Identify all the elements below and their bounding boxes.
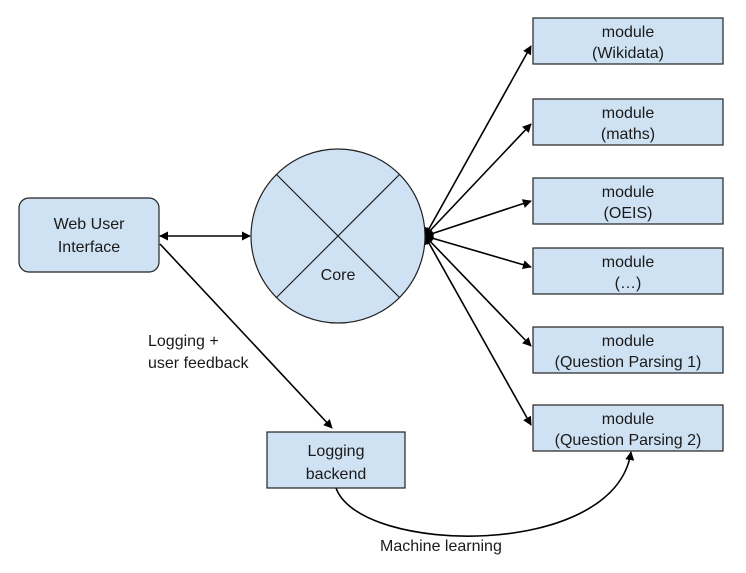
logging-backend-node: Logging backend bbox=[266, 431, 406, 489]
web-user-interface-label-line2: Interface bbox=[58, 239, 120, 256]
module-question-parsing-2-node: module (Question Parsing 2) bbox=[532, 404, 724, 452]
module-wikidata-node: module (Wikidata) bbox=[532, 17, 724, 65]
logging-backend-label-line2: backend bbox=[306, 466, 367, 483]
web-user-interface-node: Web User Interface bbox=[18, 197, 160, 273]
module-label: module bbox=[602, 24, 655, 41]
module-sublabel: (Question Parsing 2) bbox=[555, 432, 702, 449]
module-question-parsing-1-node: module (Question Parsing 1) bbox=[532, 326, 724, 374]
module-sublabel: (Question Parsing 1) bbox=[555, 354, 702, 371]
edge-core-module-qp2 bbox=[424, 235, 532, 426]
module-label: module bbox=[602, 333, 655, 350]
module-sublabel: (maths) bbox=[601, 126, 655, 143]
module-oeis-node: module (OEIS) bbox=[532, 177, 724, 225]
core-node: Core bbox=[250, 148, 426, 324]
module-sublabel: (…) bbox=[615, 275, 642, 292]
module-label: module bbox=[602, 411, 655, 428]
core-label: Core bbox=[321, 267, 356, 284]
module-label: module bbox=[602, 254, 655, 271]
logging-feedback-label-line1: Logging + bbox=[148, 333, 219, 350]
module-maths-node: module (maths) bbox=[532, 98, 724, 146]
web-user-interface-label-line1: Web User bbox=[54, 216, 126, 233]
machine-learning-label: Machine learning bbox=[380, 538, 502, 555]
module-label: module bbox=[602, 184, 655, 201]
logging-backend-label-line1: Logging bbox=[308, 443, 365, 460]
edge-webui-logging bbox=[159, 243, 333, 429]
core-divider-line bbox=[276, 174, 400, 298]
module-label: module bbox=[602, 105, 655, 122]
logging-feedback-label-line2: user feedback bbox=[148, 355, 250, 372]
module-sublabel: (Wikidata) bbox=[592, 45, 664, 62]
module-sublabel: (OEIS) bbox=[604, 205, 653, 222]
module-ellipsis-node: module (…) bbox=[532, 247, 724, 295]
edge-core-module-oeis bbox=[424, 199, 532, 238]
edge-logging-module-qp2 bbox=[335, 451, 635, 537]
